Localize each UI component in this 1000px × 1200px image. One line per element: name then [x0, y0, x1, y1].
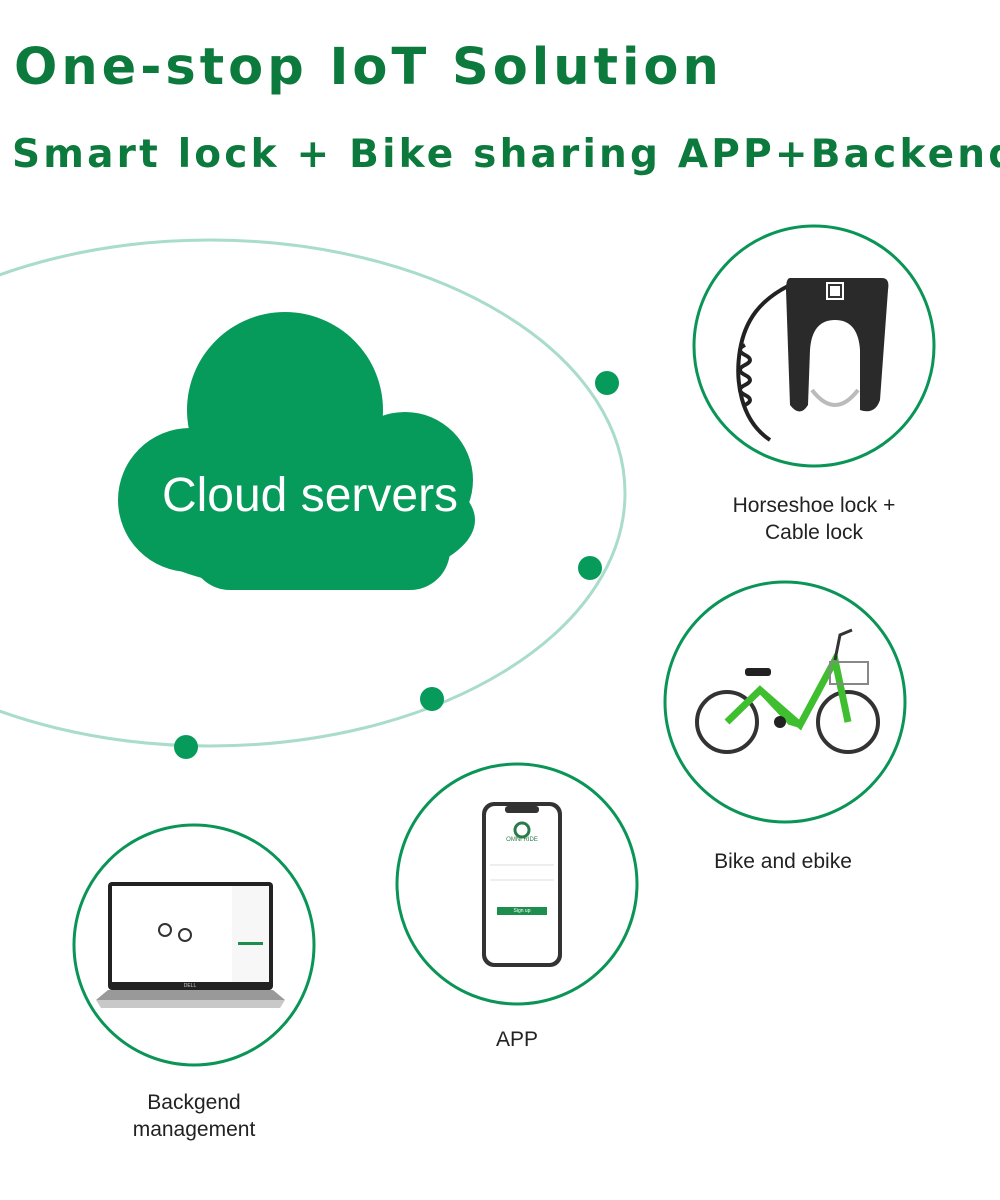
orbit-dot: [174, 735, 198, 759]
phone-image: [482, 802, 562, 967]
lock-label-line1: Horseshoe lock +: [732, 494, 896, 517]
app-signup-text: Sign up: [513, 908, 531, 914]
app-brand-text: OMNI RIDE: [506, 837, 538, 843]
backend-label-line2: management: [132, 1118, 256, 1141]
app-label: APP: [495, 1028, 539, 1051]
backend-label-line1: Backgend: [147, 1091, 241, 1114]
lock-node-ring: [692, 224, 936, 468]
lock-label: Horseshoe lock + Cable lock: [694, 492, 934, 546]
orbit-ellipse: [0, 238, 627, 748]
lock-label-line2: Cable lock: [764, 521, 864, 544]
laptop-brand-text: DELL: [183, 983, 197, 989]
orbit-dot: [595, 371, 619, 395]
orbit-dot: [420, 687, 444, 711]
page-title: One-stop IoT Solution: [14, 38, 723, 97]
bike-label: Bike and ebike: [714, 850, 852, 873]
laptop-image: [96, 882, 285, 1008]
cloud-icon: [118, 312, 475, 590]
page-subtitle: Smart lock + Bike sharing APP+Backend: [12, 132, 1000, 177]
horseshoe-lock-image: [736, 278, 889, 442]
backend-label: Backgend management: [74, 1089, 314, 1143]
bike-node-ring: [663, 580, 907, 824]
orbit-dot: [578, 556, 602, 580]
cloud-servers-label: Cloud servers: [161, 469, 459, 522]
bike-image: [695, 628, 880, 754]
